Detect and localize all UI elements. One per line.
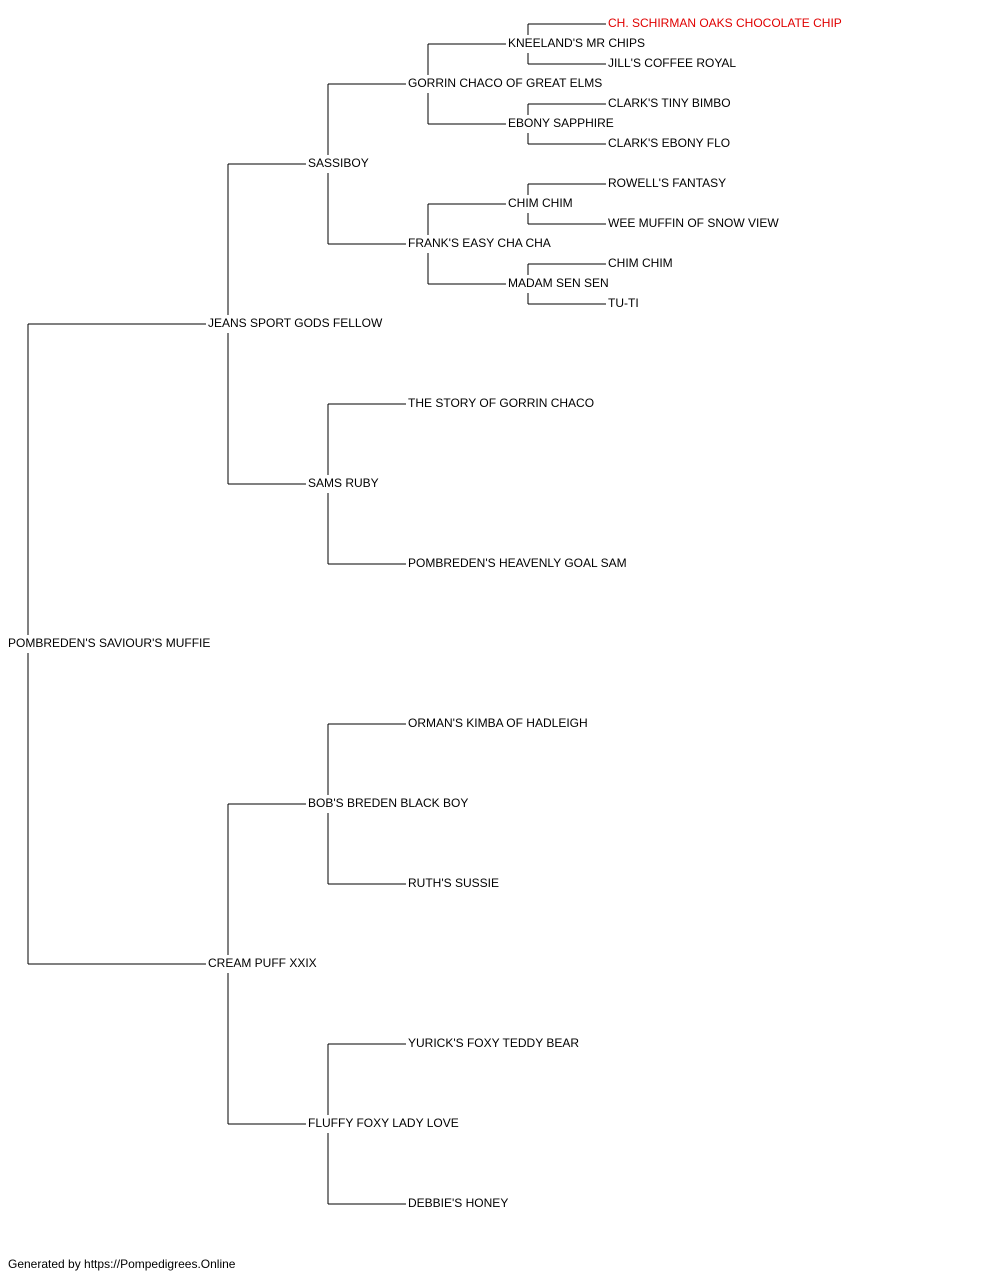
pedigree-name-gen5-6: CHIM CHIM [608,256,673,270]
pedigree-name-gen3-5: RUTH'S SUSSIE [408,876,499,890]
pedigree-tree: POMBREDEN'S SAVIOUR'S MUFFIE JEANS SPORT … [8,16,842,1210]
pedigree-name-gen4-2: CHIM CHIM [508,196,573,210]
pedigree-name-gen5-2: CLARK'S TINY BIMBO [608,96,731,110]
pedigree-name-gen5-3: CLARK'S EBONY FLO [608,136,730,150]
pedigree-name-gen3-1: FRANK'S EASY CHA CHA [408,236,551,250]
footer-credit: Generated by https://Pompedigrees.Online [8,1257,236,1271]
pedigree-name-gen3-4: ORMAN'S KIMBA OF HADLEIGH [408,716,588,730]
pedigree-name-gen2-2: BOB'S BREDEN BLACK BOY [308,796,468,810]
pedigree-name-gen3-6: YURICK'S FOXY TEDDY BEAR [408,1036,579,1050]
pedigree-name-gen4-3: MADAM SEN SEN [508,276,609,290]
pedigree-name-gen5-5: WEE MUFFIN OF SNOW VIEW [608,216,779,230]
pedigree-name-gen1-1: CREAM PUFF XXIX [208,956,317,970]
pedigree-name-gen3-7: DEBBIE'S HONEY [408,1196,508,1210]
pedigree-name-gen2-0: SASSIBOY [308,156,369,170]
pedigree-name-gen1-0: JEANS SPORT GODS FELLOW [208,316,383,330]
pedigree-name-gen4-1: EBONY SAPPHIRE [508,116,614,130]
pedigree-name-gen0-0: POMBREDEN'S SAVIOUR'S MUFFIE [8,636,210,650]
pedigree-name-gen5-7: TU-TI [608,296,639,310]
pedigree-name-gen3-0: GORRIN CHACO OF GREAT ELMS [408,76,602,90]
pedigree-name-gen5-4: ROWELL'S FANTASY [608,176,726,190]
pedigree-name-gen3-2: THE STORY OF GORRIN CHACO [408,396,594,410]
pedigree-name-gen2-1: SAMS RUBY [308,476,379,490]
pedigree-name-gen5-0: CH. SCHIRMAN OAKS CHOCOLATE CHIP [608,16,842,30]
pedigree-name-gen4-0: KNEELAND'S MR CHIPS [508,36,645,50]
pedigree-name-gen3-3: POMBREDEN'S HEAVENLY GOAL SAM [408,556,627,570]
pedigree-name-gen2-3: FLUFFY FOXY LADY LOVE [308,1116,459,1130]
pedigree-name-gen5-1: JILL'S COFFEE ROYAL [608,56,736,70]
